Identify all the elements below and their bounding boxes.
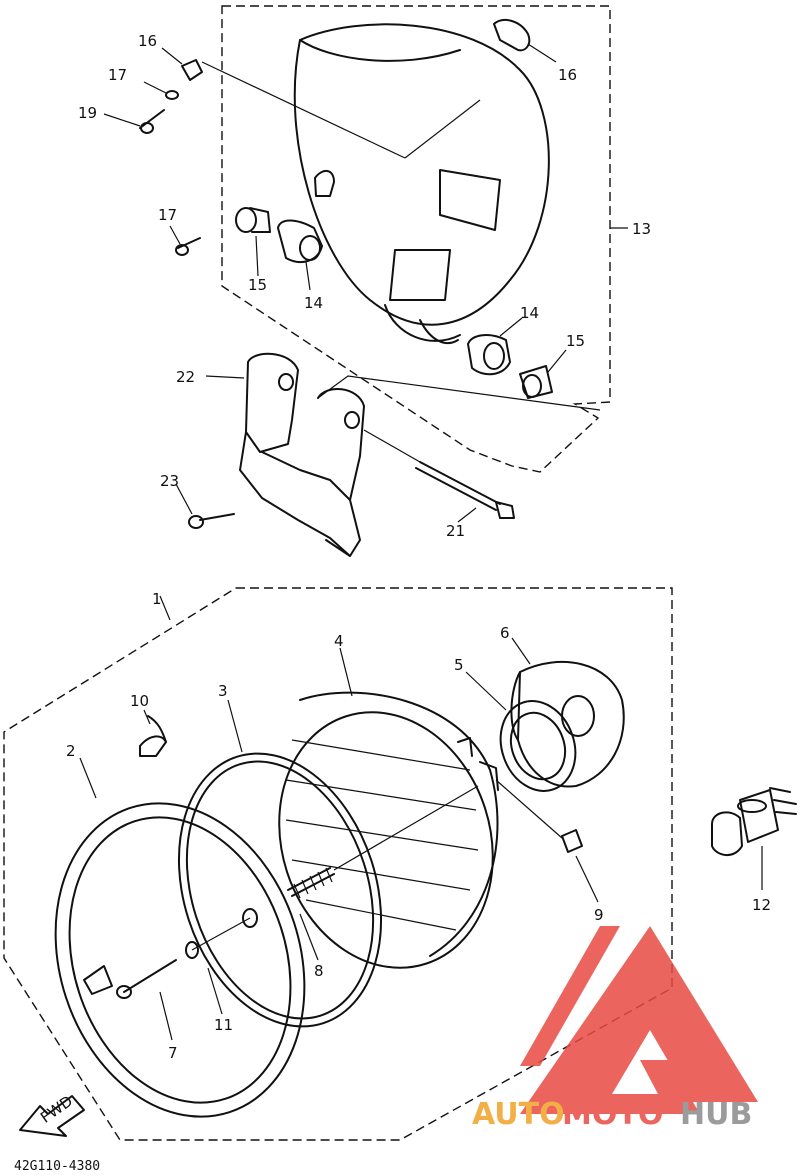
part-4-lens-unit	[278, 647, 499, 969]
callout-22: 22	[176, 368, 195, 386]
part-5-holder-ring	[465, 671, 577, 792]
headlight-shell	[293, 23, 550, 345]
callout-19: 19	[78, 104, 97, 122]
callout-17: 17	[158, 206, 177, 224]
callout-15-right: 15	[566, 332, 585, 350]
callout-10: 10	[130, 692, 149, 710]
callout-14-left: 14	[304, 294, 323, 312]
part-1-leader	[159, 595, 171, 621]
callout-1: 1	[152, 590, 162, 608]
part-2-rim	[54, 757, 306, 1118]
part-15-collar-right	[519, 349, 567, 399]
watermark-logo: AUTO MOTO HUB	[472, 926, 758, 1132]
fwd-arrow: FWD	[19, 1092, 85, 1137]
figure-code: 42G110-4380	[14, 1159, 100, 1174]
callout-8: 8	[314, 962, 324, 980]
callout-5: 5	[454, 656, 464, 674]
callout-3: 3	[218, 682, 228, 700]
callout-11: 11	[214, 1016, 233, 1034]
part-17-bolt	[169, 225, 201, 256]
part-15-collar-left	[235, 207, 271, 277]
part-11-washer	[185, 908, 258, 1015]
part-14-grommet-left	[277, 219, 323, 291]
part-16-clip	[493, 18, 557, 63]
callout-15-left: 15	[248, 276, 267, 294]
callout-7: 7	[168, 1044, 178, 1062]
callout-13: 13	[632, 220, 651, 238]
part-8-adjust-screw	[287, 785, 479, 961]
callout-9: 9	[594, 906, 604, 924]
part-18-nut	[161, 47, 406, 159]
part-12-bulb	[711, 787, 797, 890]
part-6-socket-cover	[510, 637, 625, 788]
callout-14-right: 14	[520, 304, 539, 322]
callout-20: 17	[108, 66, 127, 84]
part-3-ring	[177, 699, 383, 1028]
callout-21: 21	[446, 522, 465, 540]
shell-assembly-boundary	[221, 5, 611, 473]
part-20-washer	[143, 81, 179, 100]
callout-23: 23	[160, 472, 179, 490]
callout-2: 2	[66, 742, 76, 760]
part-21-long-bolt	[363, 429, 515, 523]
part-19-screw	[103, 109, 165, 134]
watermark-text-auto: AUTO	[472, 1097, 565, 1132]
callout-6: 6	[500, 624, 510, 642]
callout-4: 4	[334, 632, 344, 650]
callout-16: 16	[558, 66, 577, 84]
watermark-text-moto: MOTO	[562, 1097, 663, 1132]
callout-18: 16	[138, 32, 157, 50]
part-22-headlight-stay	[205, 352, 601, 557]
part-7-screw	[116, 959, 177, 1041]
callout-12: 12	[752, 896, 771, 914]
watermark-text-hub: HUB	[680, 1097, 752, 1132]
part-23-bolt	[175, 483, 235, 529]
part-9-nut	[495, 779, 599, 903]
part-10-clip	[139, 709, 167, 757]
part-14-grommet-right	[467, 317, 523, 376]
watermark-triangle-icon	[520, 926, 758, 1114]
